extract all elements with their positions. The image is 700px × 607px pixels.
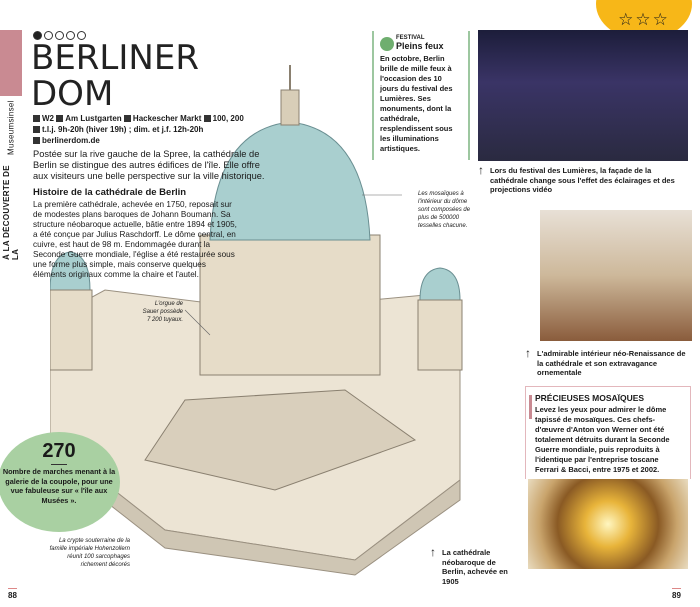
page-number-left: 88: [8, 588, 17, 600]
right-column: PRÉCIEUSES MOSAÏQUES Levez les yeux pour…: [525, 386, 691, 569]
address-icon: [56, 115, 64, 122]
web-icon: [33, 137, 40, 144]
clock-icon: [33, 126, 40, 133]
festival-photo: [478, 30, 688, 161]
festival-text: En octobre, Berlin brille de mille feux …: [380, 54, 453, 153]
stat-circle: 270 Nombre de marches menant à la galeri…: [0, 432, 120, 532]
intro-text: Postée sur la rive gauche de la Spree, l…: [33, 149, 265, 181]
cathedral-caption: La cathédrale néobaroque de Berlin, ache…: [430, 548, 520, 586]
feature-icon: [66, 31, 75, 40]
page-title: BERLINER DOM: [31, 38, 199, 114]
history-text: La première cathédrale, achevée en 1750,…: [33, 200, 237, 279]
number-icon: [33, 31, 42, 40]
section-name: À LA DÉCOUVERTE DE LA: [2, 165, 20, 260]
stat-text: Nombre de marches menant à la galerie de…: [2, 467, 116, 505]
address: Am Lustgarten: [65, 114, 122, 123]
mosaics-annotation: Les mosaïques à l'intérieur du dôme sont…: [418, 191, 471, 229]
practical-info: W2 Am Lustgarten Hackescher Markt 100, 2…: [33, 113, 273, 146]
section-tab: [0, 30, 22, 96]
festival-kicker: FESTIVAL: [396, 35, 425, 41]
interior-photo-caption: L'admirable intérieur néo-Renaissance de…: [525, 349, 690, 378]
star-icon: ☆: [635, 10, 653, 29]
mosaics-heading: PRÉCIEUSES MOSAÏQUES: [535, 393, 645, 403]
mosaics-text: Levez les yeux pour admirer le dôme tapi…: [535, 405, 670, 474]
hours: t.l.j. 9h-20h (hiver 19h) ; dim. et j.f.…: [42, 125, 204, 134]
section-label: À LA DÉCOUVERTE DE LA Museumsinsel: [2, 100, 20, 260]
crypt-annotation: La crypte souterraine de la famille impé…: [49, 538, 130, 568]
festival-photo-caption: Lors du festival des Lumières, la façade…: [478, 166, 678, 195]
cathedral-illustration: [50, 65, 463, 576]
bus: 100, 200: [212, 114, 244, 123]
mosaic-dome-photo: [528, 479, 688, 569]
feature-icon: [55, 31, 64, 40]
map-icon: [33, 115, 40, 122]
stat-number: 270: [42, 440, 76, 462]
map-ref: W2: [42, 114, 54, 123]
feature-icons: [33, 31, 273, 40]
star-icon: ☆: [618, 10, 636, 29]
train-icon: [123, 115, 131, 122]
history-heading: Histoire de la cathédrale de Berlin: [33, 187, 187, 198]
interior-photo: [540, 210, 692, 341]
place-name: Museumsinsel: [6, 100, 16, 155]
festival-title: Pleins feux: [396, 41, 444, 51]
website-link[interactable]: berlinerdom.de: [42, 136, 100, 145]
festival-icon: [380, 37, 394, 51]
page-number-right: 89: [672, 588, 681, 600]
bus-icon: [203, 115, 211, 122]
festival-box: FESTIVAL Pleins feux En octobre, Berlin …: [372, 31, 470, 160]
station: Hackescher Markt: [132, 114, 202, 123]
feature-icon: [44, 31, 53, 40]
feature-icon: [77, 31, 86, 40]
star-icon: ☆: [652, 10, 670, 29]
mosaics-box: PRÉCIEUSES MOSAÏQUES Levez les yeux pour…: [525, 386, 691, 479]
organ-annotation: L'orgue de Sauer possède 7 200 tuyaux.: [142, 301, 183, 323]
left-column: BERLINER DOM W2 Am Lustgarten Hackescher…: [31, 31, 273, 280]
